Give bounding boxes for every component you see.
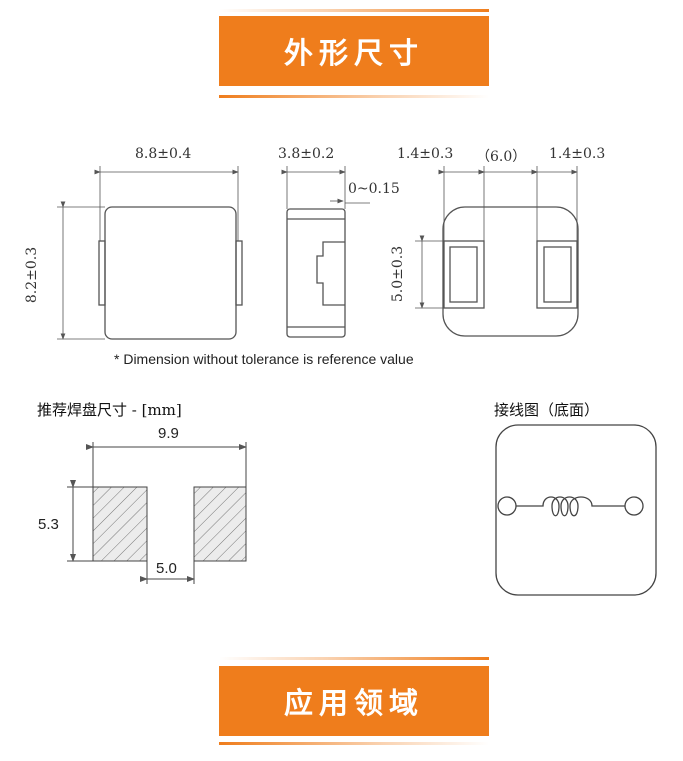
terminal-right-label: 1.4±0.3 bbox=[549, 146, 606, 162]
pad-layout-title: 推荐焊盘尺寸 - [mm] bbox=[37, 401, 182, 419]
pad-gap-label: 5.0 bbox=[156, 560, 177, 577]
height-dimension-label: 8.2±0.3 bbox=[24, 246, 41, 304]
gap-dimension-label: 0~0.15 bbox=[348, 181, 400, 197]
terminal-height-label: 5.0±0.3 bbox=[390, 245, 407, 303]
section-title: 应用领域 bbox=[283, 686, 424, 720]
banner-bottom-accent-line bbox=[219, 95, 489, 98]
width-dimension-label: 8.8±0.4 bbox=[135, 146, 192, 162]
terminal-center-label: （6.0） bbox=[476, 149, 527, 165]
schematic-title: 接线图（底面） bbox=[494, 401, 600, 419]
side-view bbox=[281, 166, 370, 338]
pad-layout-drawing bbox=[67, 442, 247, 584]
wiring-schematic bbox=[495, 424, 657, 596]
section-banner-applications: 应用领域 bbox=[219, 666, 489, 736]
terminal-left-label: 1.4±0.3 bbox=[397, 146, 454, 162]
bottom-view bbox=[415, 166, 579, 337]
front-view bbox=[57, 166, 243, 340]
banner-top-accent-line bbox=[219, 657, 489, 660]
pad-height-label: 5.3 bbox=[38, 516, 59, 533]
section-title: 外形尺寸 bbox=[283, 36, 424, 70]
tolerance-note: * Dimension without tolerance is referen… bbox=[114, 351, 414, 367]
banner-bottom-accent-line bbox=[219, 742, 489, 745]
section-banner-dimensions: 外形尺寸 bbox=[219, 16, 489, 86]
pad-total-width-label: 9.9 bbox=[158, 425, 179, 442]
banner-top-accent-line bbox=[219, 9, 489, 12]
depth-dimension-label: 3.8±0.2 bbox=[278, 146, 335, 162]
